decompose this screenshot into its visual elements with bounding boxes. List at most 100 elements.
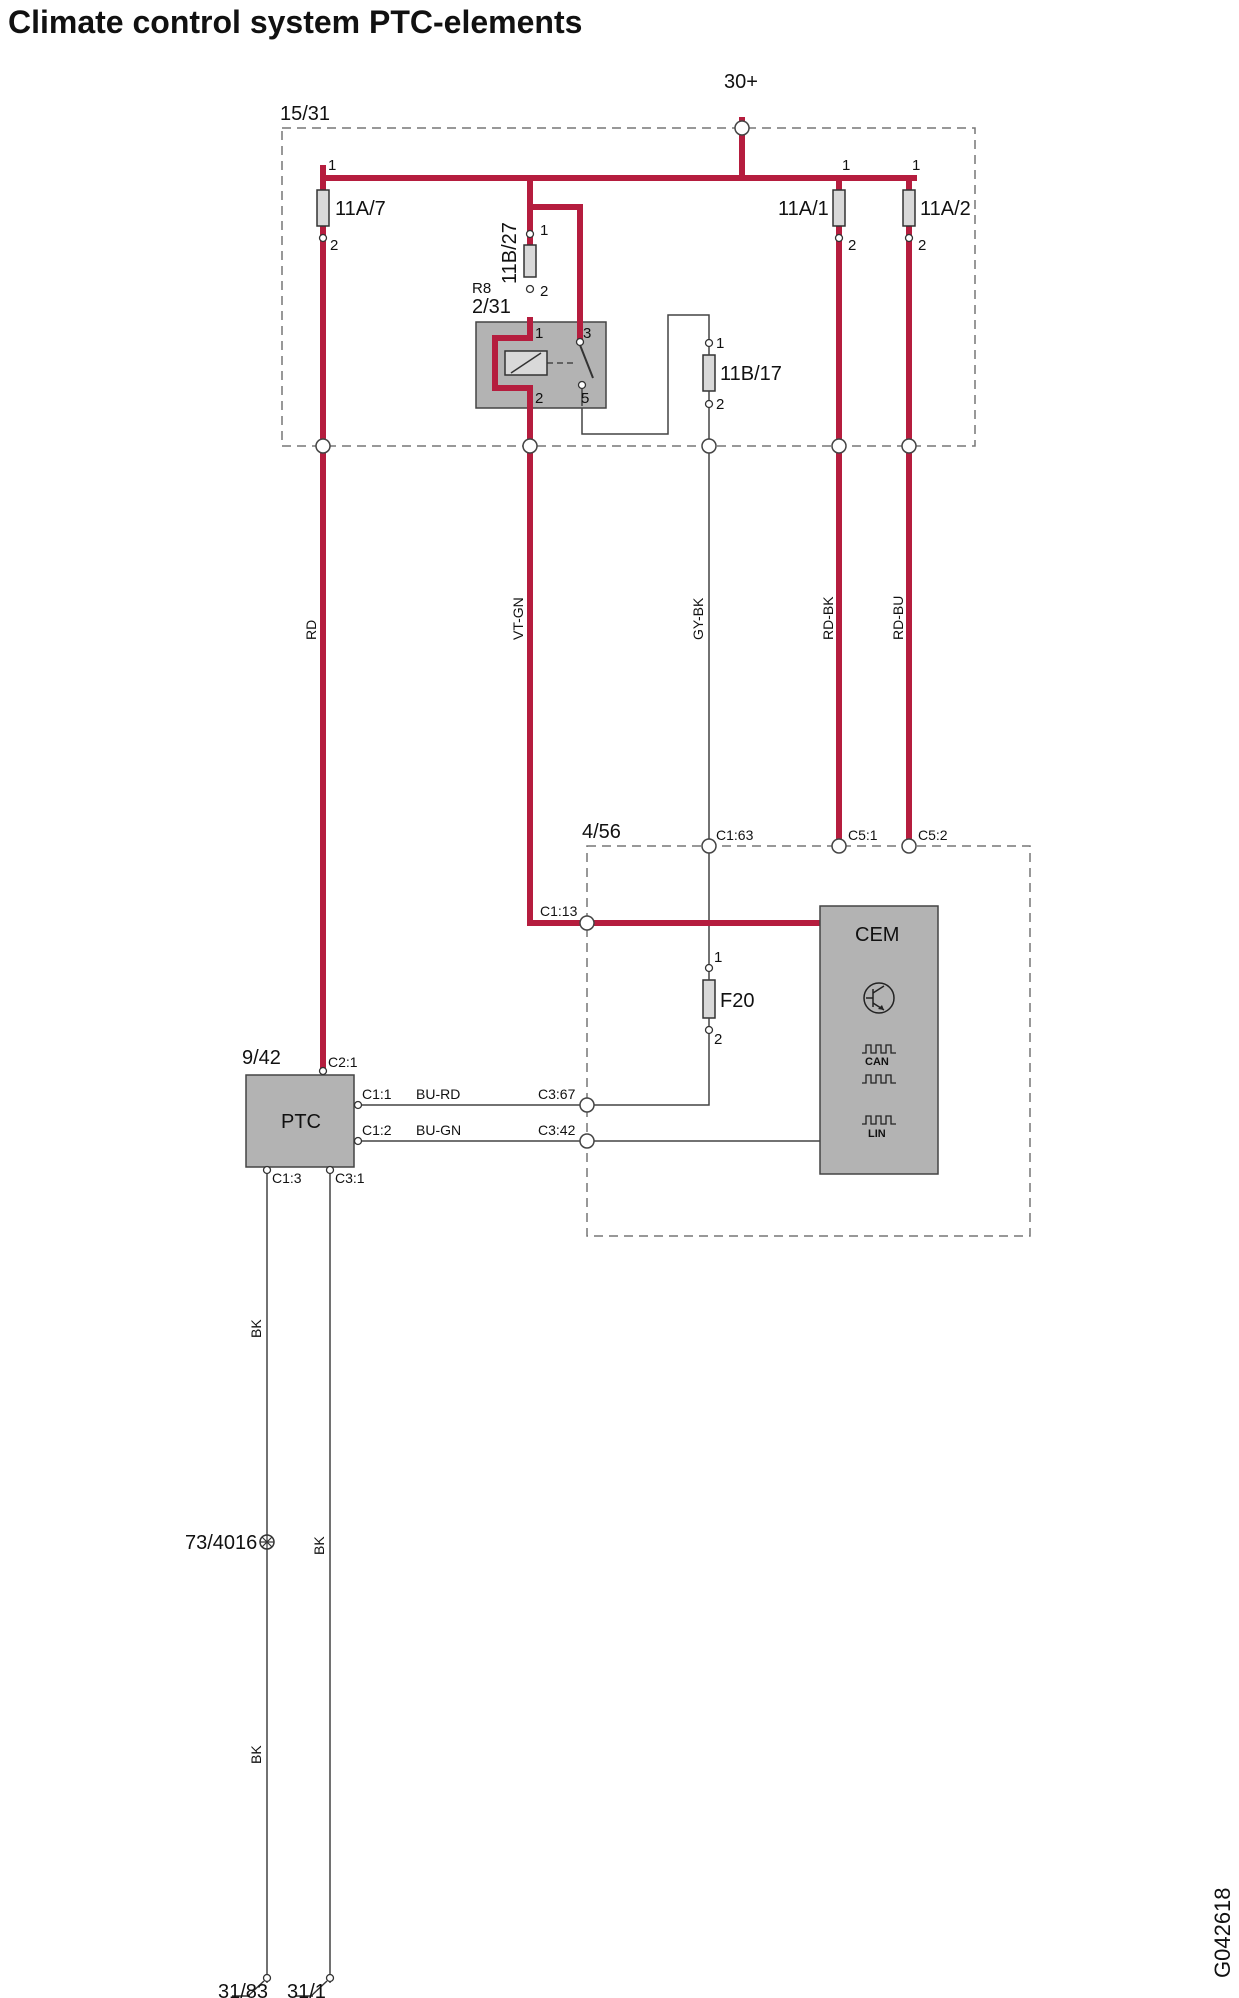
relay-contact-bottom — [577, 380, 587, 390]
exit-node-rd-bk — [831, 438, 847, 454]
can-bus-icon — [862, 1044, 896, 1084]
exit-node-vt-gn — [522, 438, 538, 454]
ptc-location: 9/42 — [242, 1047, 281, 1069]
fuse-f20-body — [702, 979, 716, 1019]
conn-c1-2: C1:2 — [362, 1122, 392, 1138]
node-c3-67 — [579, 1097, 595, 1113]
splice-73-4016: 73/4016 — [185, 1532, 275, 1554]
fuse-pin-1: 1 — [540, 222, 548, 239]
wire-label-vt-gn: VT-GN — [510, 597, 526, 640]
splice-label: 73/4016 — [185, 1532, 257, 1554]
wire-label-bk-left-1: BK — [248, 1319, 264, 1338]
fuse-label-11a7: 11A/7 — [335, 198, 386, 220]
node-c1-13 — [579, 915, 595, 931]
ground-31-83: 31/83 — [218, 1973, 272, 1998]
transistor-icon — [863, 982, 895, 1014]
wire-relay5-to-11b17 — [581, 314, 710, 435]
ground-terminal — [262, 1973, 272, 1983]
pin-c2-1 — [318, 1066, 328, 1076]
pin-c1-3 — [262, 1165, 272, 1175]
wire-label-rd: RD — [303, 620, 319, 640]
can-label: CAN — [865, 1056, 889, 1068]
fuse-pin-2: 2 — [716, 396, 724, 413]
node-c5-2 — [901, 838, 917, 854]
fuse-pin-2: 2 — [918, 237, 926, 254]
fuse-label-11a1: 11A/1 — [778, 198, 829, 220]
exit-node-rd-bu — [901, 438, 917, 454]
fuse-body — [702, 354, 716, 392]
fuse-f20-pin-1: 1 — [714, 949, 722, 966]
ground-label-31-83: 31/83 — [218, 1981, 268, 1998]
lin-label: LIN — [868, 1128, 886, 1140]
wire-f20-to-c3-67 — [588, 1032, 710, 1106]
fuse-pin-1: 1 — [716, 335, 724, 352]
pin-node — [704, 1025, 714, 1035]
ptc-module — [245, 1074, 355, 1168]
relay-pin-3: 3 — [583, 325, 591, 342]
wire-label-rd-bk: RD-BK — [820, 596, 836, 640]
exit-node-gy-bk — [701, 438, 717, 454]
fuse-pin-1: 1 — [328, 157, 336, 174]
wire-vt-gn — [527, 385, 584, 926]
supply-node — [734, 120, 750, 136]
ptc-module-label: PTC — [281, 1111, 321, 1133]
fuse-11b27: 11B/27 1 2 — [499, 222, 548, 300]
fuse-11a2: 11A/2 1 2 — [902, 157, 971, 254]
fuse-pin-2: 2 — [330, 237, 338, 254]
pin-node — [704, 338, 714, 348]
lin-bus-icon — [862, 1115, 896, 1125]
fuse-label-f20: F20 — [720, 990, 754, 1012]
pin-c1-1 — [353, 1100, 363, 1110]
supply-label: 30+ — [724, 71, 758, 93]
wire-label-bk-left-2: BK — [248, 1745, 264, 1764]
fusebox-location: 15/31 — [280, 103, 330, 125]
conn-c1-3: C1:3 — [272, 1170, 302, 1186]
power-wires — [320, 117, 917, 1073]
ground-icon — [247, 1980, 265, 1997]
wire-label-rd-bu: RD-BU — [890, 596, 906, 640]
wire-label-bu-gn: BU-GN — [416, 1122, 461, 1138]
fuse-label-11a2: 11A/2 — [920, 198, 971, 220]
drawing-id: G042618 — [1210, 1887, 1235, 1978]
thin-wires — [266, 314, 820, 1983]
relay-name: R8 — [472, 280, 491, 297]
relay-pin-5: 5 — [581, 390, 589, 407]
node-c1-63 — [701, 838, 717, 854]
pin-node — [525, 229, 535, 239]
diagram-title: Climate control system PTC-elements — [8, 4, 583, 40]
relay-coil-winding — [510, 352, 542, 374]
conn-c1-1: C1:1 — [362, 1086, 392, 1102]
conn-c3-1: C3:1 — [335, 1170, 365, 1186]
fuse-pin-2: 2 — [848, 237, 856, 254]
relay-switch-arm — [579, 344, 594, 379]
fuse-11b17: 11B/17 1 2 — [702, 335, 782, 413]
conn-c1-13: C1:13 — [540, 903, 578, 919]
fuse-label-11b17: 11B/17 — [720, 363, 782, 385]
wire-label-bu-rd: BU-RD — [416, 1086, 460, 1102]
fuse-pin-dots — [318, 233, 914, 243]
fuse-pin-1: 1 — [842, 157, 850, 174]
node-c3-42 — [579, 1133, 595, 1149]
pin-node — [525, 284, 535, 294]
fusebox-exit-nodes — [315, 438, 917, 454]
fuse-body — [523, 244, 537, 278]
fusebox-outline — [281, 127, 976, 447]
pin-c3-1 — [325, 1165, 335, 1175]
pin-c1-2 — [353, 1136, 363, 1146]
fuse-11a7: 11A/7 1 2 — [316, 157, 386, 254]
pin-node — [318, 233, 328, 243]
wire-label-bk-right: BK — [311, 1536, 327, 1555]
supply-30-plus: 30+ — [724, 71, 758, 136]
wire-label-gy-bk: GY-BK — [690, 597, 706, 640]
conn-c3-42: C3:42 — [538, 1122, 576, 1138]
relay-location: 2/31 — [472, 296, 511, 318]
pin-node — [834, 233, 844, 243]
fuse-label-11b27: 11B/27 — [499, 222, 521, 284]
pin-node — [704, 399, 714, 409]
cem-box: 4/56 C1:63 C5:1 C5:2 C1:13 F20 1 2 C3:67… — [538, 821, 948, 1175]
cem-location: 4/56 — [582, 821, 621, 843]
ground-31-1: 31/1 — [287, 1973, 335, 1998]
conn-c1-63: C1:63 — [716, 827, 754, 843]
ground-icon — [310, 1980, 328, 1997]
